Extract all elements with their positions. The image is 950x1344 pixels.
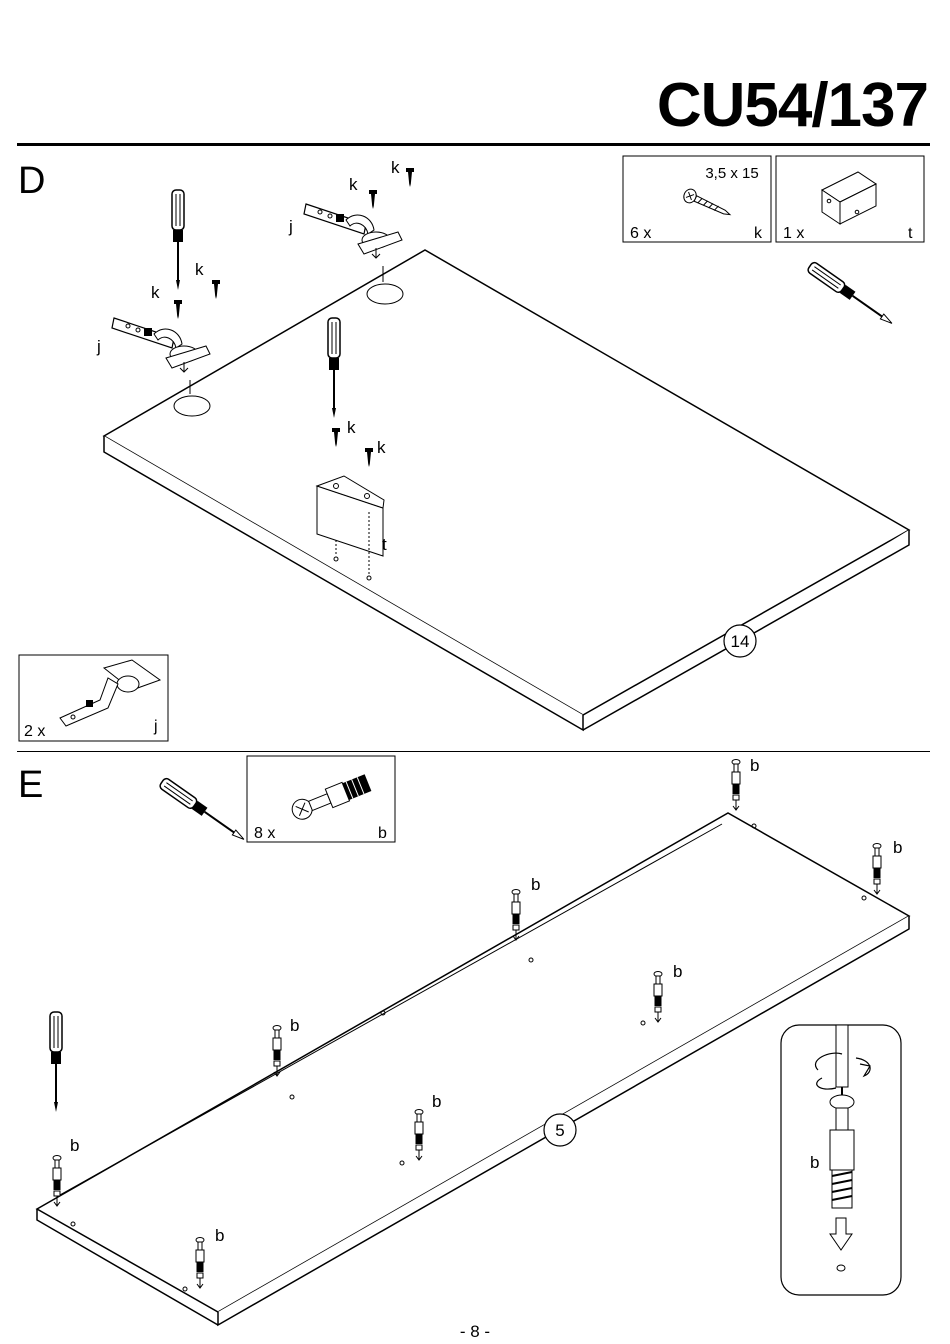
parts-qty-j: 2 x	[24, 723, 45, 740]
parts-qty-b: 8 x	[254, 825, 275, 842]
screw-size-label: 3,5 x 15	[705, 165, 758, 182]
callout-b: b	[531, 875, 540, 894]
callout-k: k	[151, 283, 160, 302]
callout-b: b	[290, 1016, 299, 1035]
screwdriver-icon	[157, 776, 249, 846]
cam-dowel-icon	[291, 774, 372, 820]
bracket-icon	[821, 171, 877, 225]
callout-b: b	[750, 756, 759, 775]
parts-letter-j: j	[153, 718, 158, 735]
callout-j: j	[96, 337, 101, 356]
callout-j: j	[288, 217, 293, 236]
screwdriver-icon	[171, 189, 185, 291]
page-number: - 8 -	[459, 1322, 491, 1341]
parts-qty-k: 6 x	[630, 225, 651, 242]
callout-k: k	[195, 260, 204, 279]
callout-k: k	[377, 438, 386, 457]
model-title: CU54/137	[656, 71, 929, 140]
panel-5	[35, 812, 911, 1327]
step-d-label: D	[18, 160, 46, 202]
callout-b: b	[810, 1153, 819, 1172]
panel-number-5: 5	[555, 1121, 564, 1140]
callout-k: k	[349, 175, 358, 194]
parts-letter-k: k	[754, 225, 763, 242]
hinge-left	[111, 317, 211, 373]
screwdriver-icon	[805, 260, 897, 330]
callout-k: k	[391, 158, 400, 177]
parts-letter-t: t	[908, 225, 913, 242]
detail-dowel	[829, 1094, 855, 1272]
hinge-right	[303, 203, 403, 259]
callout-b: b	[215, 1226, 224, 1245]
callout-b: b	[70, 1136, 79, 1155]
step-e-label: E	[18, 764, 44, 806]
callout-b: b	[673, 962, 682, 981]
callout-b: b	[432, 1092, 441, 1111]
bracket-t	[315, 475, 385, 581]
callout-k: k	[347, 418, 356, 437]
parts-qty-t: 1 x	[783, 225, 804, 242]
callout-b: b	[893, 838, 902, 857]
header-rule	[17, 143, 930, 146]
panel-14	[102, 249, 911, 732]
parts-letter-b: b	[378, 825, 387, 842]
screwdriver-icon	[49, 1011, 63, 1113]
section-divider	[17, 751, 930, 752]
callout-t: t	[382, 535, 387, 554]
screw-icon	[683, 188, 732, 216]
panel-number-14: 14	[731, 632, 750, 651]
hinge-icon	[59, 659, 162, 727]
